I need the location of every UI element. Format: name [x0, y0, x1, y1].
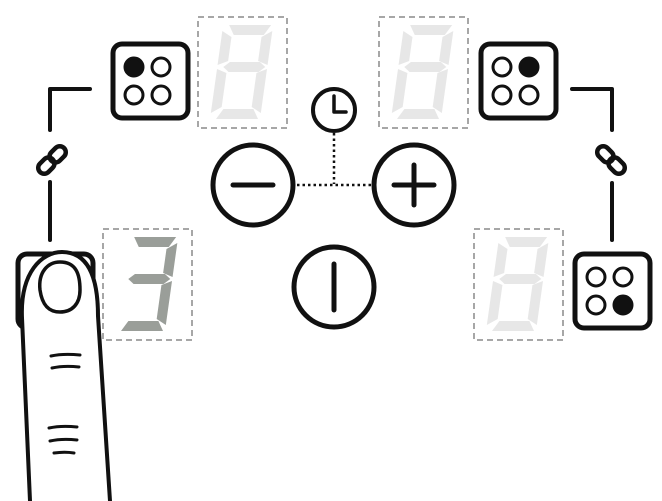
- digit-segment: [493, 243, 508, 277]
- burner-bottom-right: [518, 84, 540, 106]
- burner-bottom-right: [150, 84, 172, 106]
- digit-segment: [258, 31, 273, 65]
- burner-bottom-left: [585, 294, 607, 316]
- right-bridge-connector: [570, 87, 614, 242]
- front-left-power-level-digit: [116, 237, 178, 331]
- digit-segment: [156, 281, 172, 325]
- burner-bottom-left: [123, 84, 145, 106]
- digit-segment: [505, 237, 548, 247]
- digit-segment: [486, 281, 503, 325]
- rear-right-zone-selector-icon[interactable]: [478, 41, 559, 121]
- front-left-display-frame: [102, 228, 193, 341]
- chain-link-icon[interactable]: [35, 143, 69, 177]
- digit-segment: [128, 274, 171, 284]
- digit-segment: [229, 25, 272, 35]
- digit-segment: [397, 109, 439, 119]
- digit-segment: [116, 281, 132, 325]
- burner-top-right: [150, 56, 172, 78]
- rear-right-display-frame: [378, 16, 469, 129]
- rear-left-power-level-digit: [210, 25, 273, 119]
- rear-left-display-frame: [197, 16, 288, 129]
- digit-segment: [499, 274, 542, 284]
- front-right-display-frame: [473, 228, 564, 341]
- plus-icon[interactable]: [371, 142, 457, 228]
- chain-link-icon[interactable]: [594, 143, 628, 177]
- burner-top-right-active: [518, 56, 540, 78]
- digit-segment: [439, 31, 454, 65]
- digit-segment: [216, 109, 258, 119]
- burner-top-left: [585, 266, 607, 288]
- digit-segment: [121, 321, 163, 331]
- timer-dotted-connector: [297, 133, 372, 187]
- digit-segment: [534, 243, 549, 277]
- burner-bottom-right-active: [612, 294, 634, 316]
- digit-segment: [404, 62, 447, 72]
- digit-segment: [391, 69, 408, 113]
- digit-segment: [410, 25, 453, 35]
- burner-bottom-left: [491, 84, 513, 106]
- digit-segment: [134, 237, 177, 247]
- rear-left-zone-selector-icon[interactable]: [110, 41, 191, 121]
- digit-segment: [398, 31, 413, 65]
- burner-top-left-active: [123, 56, 145, 78]
- digit-segment: [492, 321, 534, 331]
- digit-segment: [210, 69, 227, 113]
- digit-segment: [223, 62, 266, 72]
- minus-icon[interactable]: [210, 142, 296, 228]
- digit-segment: [217, 31, 232, 65]
- power-icon[interactable]: [291, 244, 377, 330]
- front-right-power-level-digit: [486, 237, 549, 331]
- left-bridge-connector: [48, 87, 92, 242]
- clock-icon[interactable]: [311, 87, 357, 133]
- burner-top-right: [612, 266, 634, 288]
- digit-segment: [251, 69, 267, 113]
- digit-segment: [527, 281, 543, 325]
- front-right-zone-selector-icon[interactable]: [572, 251, 653, 331]
- finger-illustration: [19, 250, 112, 501]
- rear-right-power-level-digit: [391, 25, 454, 119]
- digit-segment: [163, 243, 178, 277]
- digit-segment: [432, 69, 448, 113]
- burner-top-left: [491, 56, 513, 78]
- digit-segment: [123, 243, 137, 277]
